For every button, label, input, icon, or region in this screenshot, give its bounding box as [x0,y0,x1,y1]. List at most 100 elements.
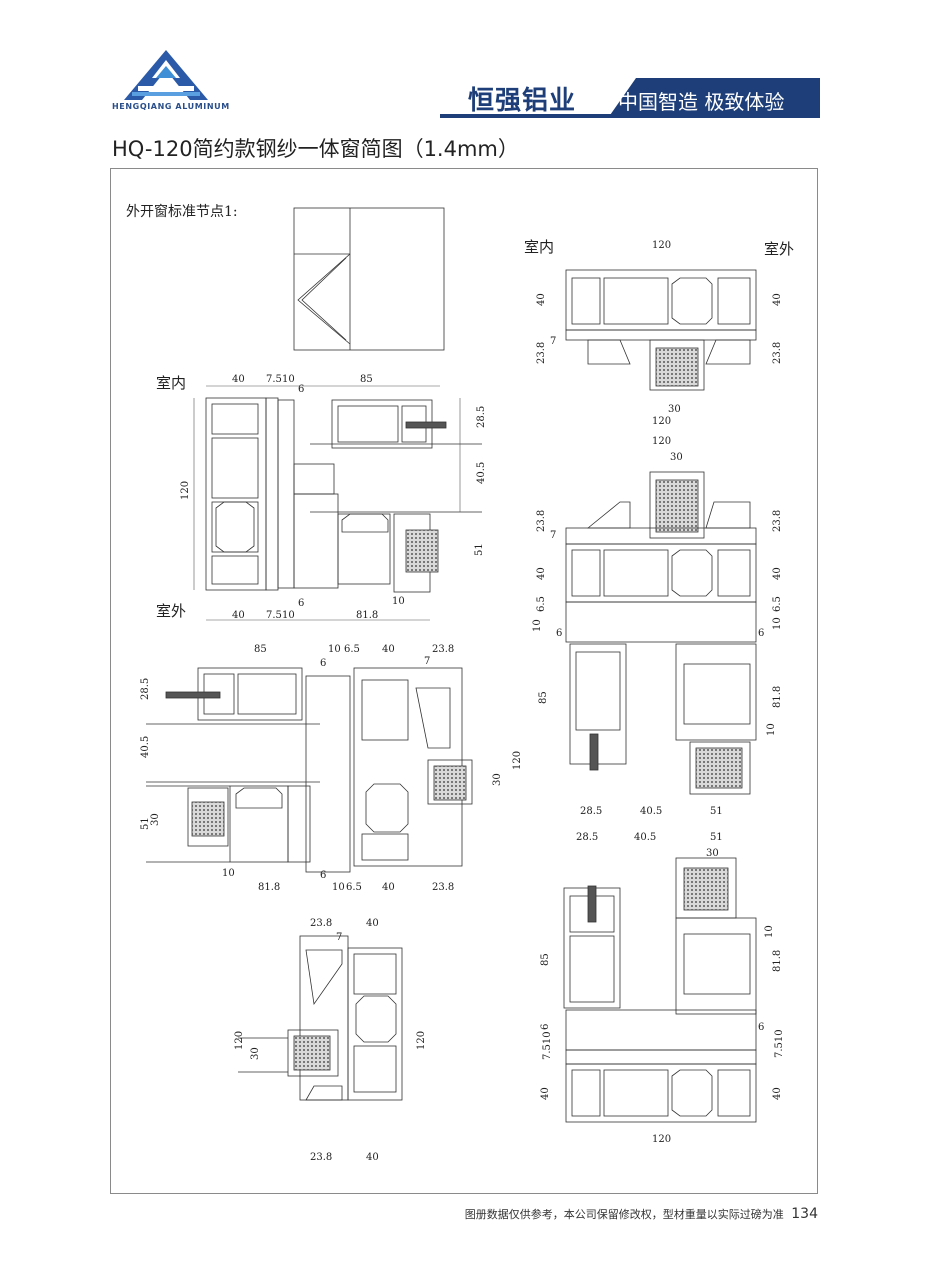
dim-28-5-c: 28.5 [580,806,602,817]
dim-6-5-c2: 6.5 [772,596,783,612]
dim-40-b2: 40 [772,293,783,306]
label-outdoor-b: 室外 [764,240,794,258]
dim-30-c: 30 [670,452,683,463]
dim-7-510-f: 7.510 [774,1029,785,1058]
dim-10-f: 10 [764,925,775,938]
label-indoor-a: 室内 [156,374,186,392]
dim-30-e: 30 [250,1047,261,1060]
dim-23-8-b2: 23.8 [772,342,783,364]
dim-6-5-d: 6.5 [344,644,360,655]
dim-81-8-a: 81.8 [356,610,378,621]
dim-10-c: 10 [532,619,543,632]
dim-6-d: 6 [320,658,326,669]
dim-40-e2: 40 [366,1152,379,1163]
dim-30-f: 30 [706,848,719,859]
node-a: 室内 室外 [156,374,482,620]
dim-40-f: 40 [540,1087,551,1100]
dim-10-d: 10 [328,644,341,655]
node-f-dims: 28.5 40.5 51 30 10 85 81.8 6 6 7.510 7.5… [540,832,785,1145]
dim-85-d: 85 [254,644,267,655]
page-number: 134 [791,1206,818,1222]
dim-40-c2: 40 [772,567,783,580]
dim-40-b: 40 [536,293,547,306]
dim-40-e: 40 [366,918,379,929]
dim-23-8-d: 23.8 [432,644,454,655]
company-logo [124,50,208,100]
dim-7-b: 7 [550,336,556,347]
dim-85-c: 85 [538,691,549,704]
dim-23-8-e: 23.8 [310,918,332,929]
dim-81-8-d: 81.8 [258,882,280,893]
dim-7-5-a: 7.5 [266,374,282,385]
dim-10-a2: 10 [282,610,295,621]
dim-23-8-d2: 23.8 [432,882,454,893]
dim-40-a2: 40 [232,610,245,621]
section-label: 外开窗标准节点1: [126,203,238,220]
dim-81-8-c: 81.8 [772,686,783,708]
label-indoor-b: 室内 [524,238,554,256]
dim-10-a3: 10 [392,596,405,607]
brand-band [440,78,820,118]
dim-81-8-f: 81.8 [772,950,783,972]
dim-120-b2: 120 [652,416,671,427]
dim-10-a: 10 [282,374,295,385]
page-title: HQ-120简约款钢纱一体窗简图（1.4mm） [112,137,519,161]
dim-28-5-f: 28.5 [576,832,598,843]
dim-6-f2: 6 [758,1022,764,1033]
dim-23-8-b: 23.8 [536,342,547,364]
node-c [565,471,757,795]
footer: 图册数据仅供参考，本公司保留修改权，型材重量以实际过磅为准 134 [465,1206,818,1222]
node-d-dims: 85 10 6.5 40 23.8 6 7 28.5 40.5 51 30 30… [140,644,523,893]
dim-7-c: 7 [550,530,556,541]
dim-7-5-a2: 7.5 [266,610,282,621]
node-b: 室内 室外 [524,238,794,391]
window-elevation-sketch [293,207,445,351]
dim-30-b: 30 [668,404,681,415]
dim-28-5-d: 28.5 [140,678,151,700]
dim-23-8-c: 23.8 [536,510,547,532]
dim-120-e: 120 [234,1031,245,1050]
label-outdoor-a: 室外 [156,602,186,620]
dim-10-c3: 10 [766,723,777,736]
dim-7-d: 7 [424,656,430,667]
technical-drawing: 外开窗标准节点1: 室内 室外 [126,203,794,1163]
dim-6-c: 6 [556,628,562,639]
dim-28-5-a: 28.5 [476,406,487,428]
dim-10-d3: 10 [332,882,345,893]
dim-40-5-a: 40.5 [476,462,487,484]
dim-40-d: 40 [382,644,395,655]
dim-23-8-c2: 23.8 [772,510,783,532]
dim-6-d2: 6 [320,870,326,881]
dim-6-a: 6 [298,384,304,395]
node-c-dims: 120 30 23.8 23.8 7 40 40 6.5 6.5 10 6 10… [532,436,783,817]
dim-85-f: 85 [540,953,551,966]
dim-120-c: 120 [652,436,671,447]
dim-120-b: 120 [652,240,671,251]
dim-6-a2: 6 [298,598,304,609]
dim-6-f: 6 [540,1024,551,1030]
node-e-dims: 23.8 40 7 120 30 120 23.8 40 [234,918,427,1163]
dim-7-5-10-f: 7.510 [542,1031,553,1060]
dim-40-5-c: 40.5 [640,806,662,817]
dim-120-a: 120 [180,481,191,500]
dim-7-e: 7 [336,932,342,943]
dim-51-a: 51 [474,543,485,556]
dim-85-a: 85 [360,374,373,385]
dim-51-f: 51 [710,832,723,843]
dim-30-d: 30 [150,813,161,826]
dim-51-d: 51 [140,817,151,830]
dim-6-c2: 6 [758,628,764,639]
dim-120-f: 120 [652,1134,671,1145]
dim-23-8-e2: 23.8 [310,1152,332,1163]
dim-10-d2: 10 [222,868,235,879]
node-a-dims: 40 7.5 10 85 6 28.5 40.5 51 120 40 7.5 1… [180,374,487,621]
dim-40-f2: 40 [772,1087,783,1100]
dim-40-5-f: 40.5 [634,832,656,843]
logo-text: HENGQIANG ALUMINUM [112,102,230,111]
dim-40-5-d: 40.5 [140,736,151,758]
node-b-dims: 120 40 40 23.8 23.8 7 30 120 [536,240,783,427]
dim-51-c: 51 [710,806,723,817]
drawing-frame [110,168,818,1194]
footer-note: 图册数据仅供参考，本公司保留修改权，型材重量以实际过磅为准 [464,1208,784,1221]
dim-30-d2: 30 [492,773,503,786]
